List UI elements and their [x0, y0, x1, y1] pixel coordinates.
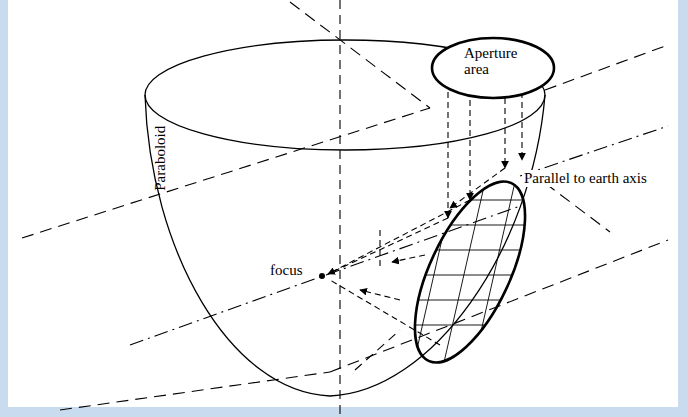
white-panel: [8, 0, 678, 407]
aperture-label: Aperture area: [464, 46, 528, 78]
aperture-ellipse: Aperture area: [430, 36, 556, 100]
focus-label: focus: [268, 262, 305, 279]
paraboloid-label: Paraboloid: [152, 124, 169, 193]
axis-label: Parallel to earth axis: [522, 170, 649, 187]
